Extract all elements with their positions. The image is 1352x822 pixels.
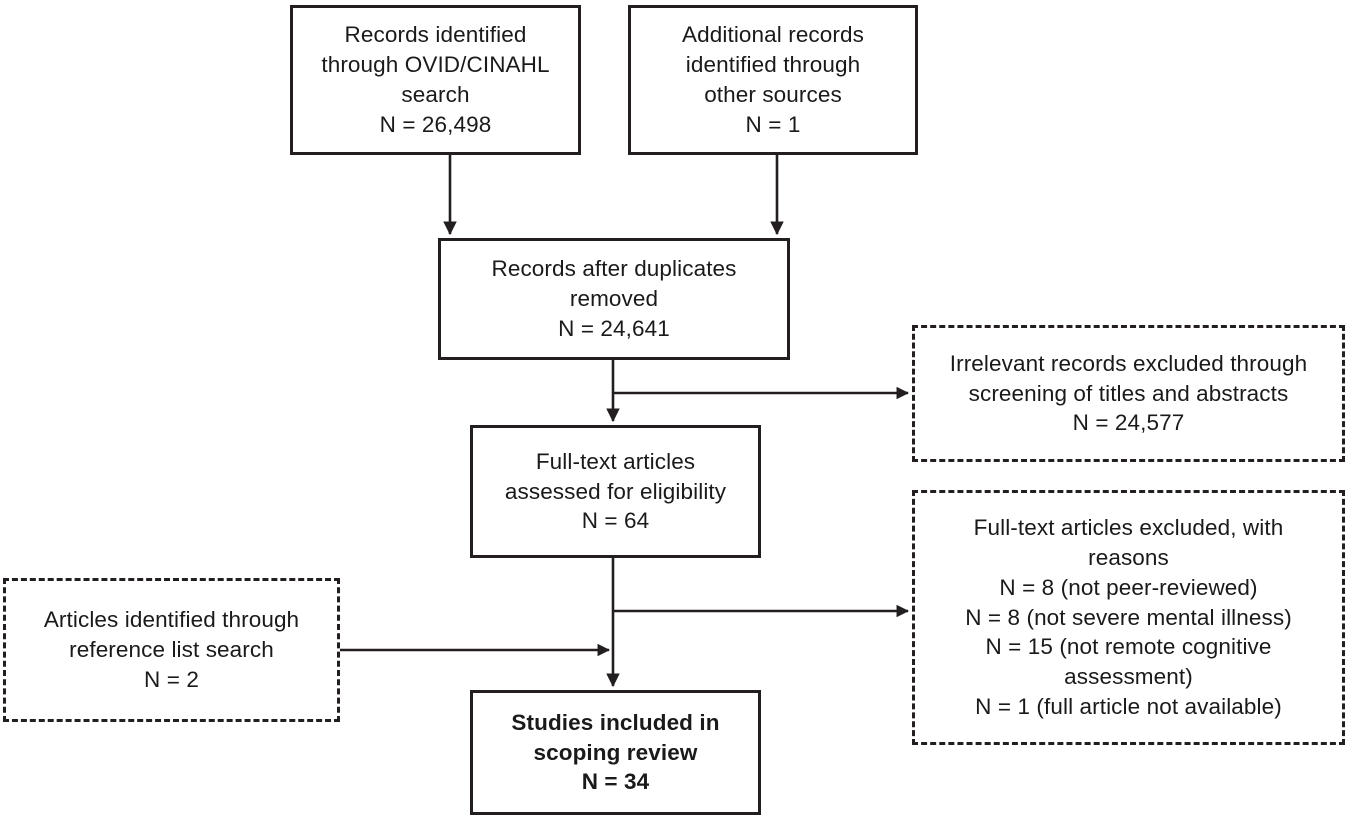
node-records-after-duplicates: Records after duplicates removed N = 24,… <box>438 238 790 360</box>
node-fulltext-assessed: Full-text articles assessed for eligibil… <box>470 425 761 558</box>
node-irrelevant-excluded: Irrelevant records excluded through scre… <box>912 325 1345 462</box>
node-additional-records-text: Additional records identified through ot… <box>682 22 864 137</box>
node-reference-list: Articles identified through reference li… <box>3 578 340 722</box>
node-studies-included: Studies included in scoping review N = 3… <box>470 690 761 815</box>
node-fulltext-excluded-text: Full-text articles excluded, with reason… <box>965 514 1292 720</box>
node-additional-records: Additional records identified through ot… <box>628 5 918 155</box>
node-fulltext-assessed-text: Full-text articles assessed for eligibil… <box>504 448 727 534</box>
node-records-identified: Records identified through OVID/CINAHL s… <box>290 5 581 155</box>
node-reference-list-text: Articles identified through reference li… <box>43 607 300 692</box>
node-irrelevant-excluded-text: Irrelevant records excluded through scre… <box>949 350 1308 436</box>
node-records-identified-text: Records identified through OVID/CINAHL s… <box>321 22 550 137</box>
node-studies-included-text: Studies included in scoping review N = 3… <box>511 709 720 795</box>
node-records-after-duplicates-text: Records after duplicates removed N = 24,… <box>491 256 737 341</box>
node-fulltext-excluded: Full-text articles excluded, with reason… <box>912 490 1345 745</box>
